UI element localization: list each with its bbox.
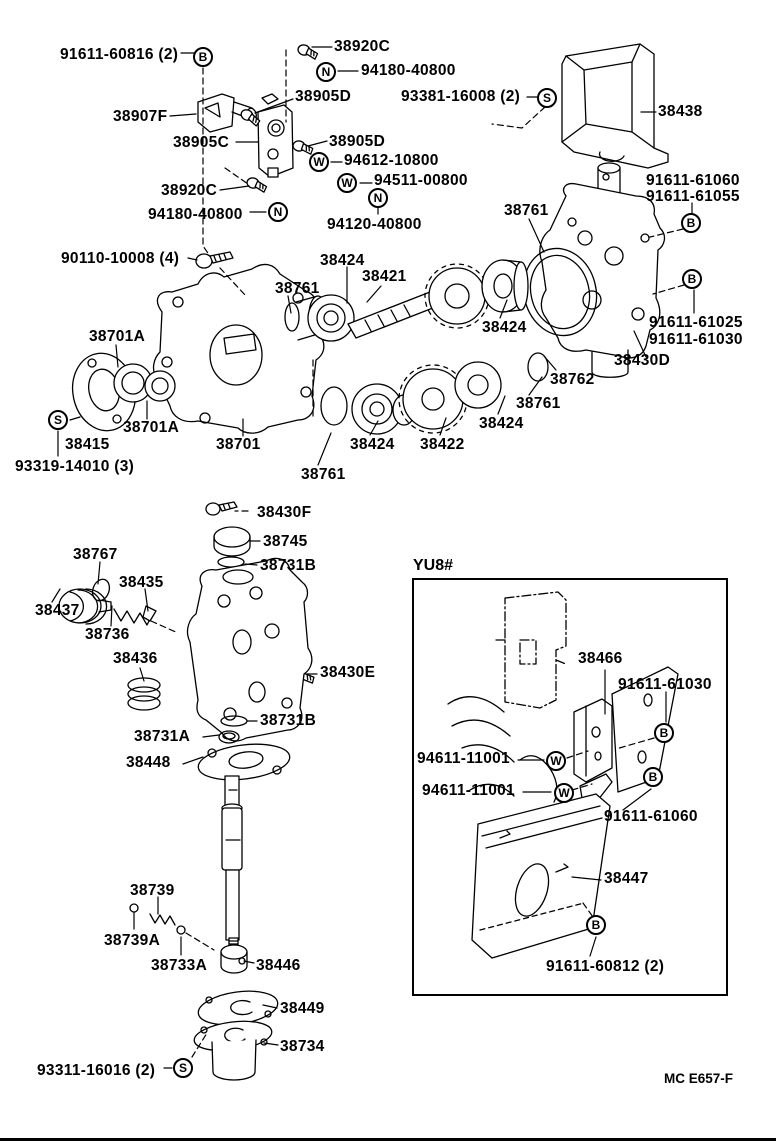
stay-bracket-38438-drawing bbox=[561, 43, 669, 169]
part-number-label: 38424 bbox=[350, 436, 395, 453]
fastener-marker-B: B bbox=[193, 47, 213, 67]
flange-38415-drawing bbox=[71, 352, 176, 432]
part-number-label: 38739A bbox=[104, 932, 161, 949]
mount-bolt-drawing bbox=[195, 251, 316, 684]
part-number-label: 38446 bbox=[256, 957, 301, 974]
part-number-label: 38762 bbox=[550, 371, 595, 388]
part-number-label: 94180-40800 bbox=[361, 62, 456, 79]
valve-body-drawing bbox=[58, 526, 313, 781]
part-number-label: 38905D bbox=[329, 133, 386, 150]
part-number-label: 38422 bbox=[420, 436, 465, 453]
part-number-label: 93381-16008 (2) bbox=[401, 88, 521, 105]
fastener-marker-S: S bbox=[48, 410, 68, 430]
fastener-marker-B: B bbox=[654, 723, 674, 743]
part-number-label: 94511-00800 bbox=[374, 172, 468, 189]
variant-title: YU8# bbox=[413, 557, 454, 574]
part-number-label: 38761 bbox=[275, 280, 320, 297]
part-number-label: 91611-61025 bbox=[649, 314, 743, 331]
figure-code: MC E657-F bbox=[664, 1071, 734, 1086]
part-number-label: 94611-11001 bbox=[422, 782, 515, 799]
fastener-marker-W: W bbox=[554, 783, 574, 803]
part-number-label: 94180-40800 bbox=[148, 206, 243, 223]
part-number-label: 38745 bbox=[263, 533, 308, 550]
part-number-label: 38905C bbox=[173, 134, 230, 151]
part-number-label: 38436 bbox=[113, 650, 158, 667]
part-number-label: 38430F bbox=[257, 504, 312, 521]
fastener-marker-B: B bbox=[682, 269, 702, 289]
fastener-marker-N: N bbox=[368, 188, 388, 208]
variant-box-outline bbox=[412, 578, 728, 996]
part-number-label: 38424 bbox=[479, 415, 524, 432]
page-bottom-rule bbox=[0, 1138, 776, 1141]
fastener-marker-B: B bbox=[681, 213, 701, 233]
part-number-label: 38421 bbox=[362, 268, 407, 285]
part-number-label: 38424 bbox=[320, 252, 365, 269]
part-number-label: 38739 bbox=[130, 882, 175, 899]
part-number-label: 38733A bbox=[151, 957, 208, 974]
part-number-label: 94612-10800 bbox=[344, 152, 439, 169]
part-number-label: 91611-61060 bbox=[646, 172, 740, 189]
part-number-label: 38438 bbox=[658, 103, 703, 120]
part-number-label: 38761 bbox=[301, 466, 346, 483]
fastener-marker-W: W bbox=[337, 173, 357, 193]
fastener-marker-S: S bbox=[173, 1058, 193, 1078]
part-number-label: 93319-14010 (3) bbox=[15, 458, 135, 475]
fastener-marker-W: W bbox=[546, 751, 566, 771]
fastener-marker-B: B bbox=[643, 767, 663, 787]
part-number-label: 91611-60816 (2) bbox=[60, 46, 179, 63]
shift-rod-drawing bbox=[129, 775, 279, 1081]
part-number-label: 38447 bbox=[604, 870, 649, 887]
part-number-label: 38424 bbox=[482, 319, 527, 336]
fastener-marker-N: N bbox=[268, 202, 288, 222]
part-number-label: 38920C bbox=[161, 182, 218, 199]
part-number-label: 38731B bbox=[260, 712, 317, 729]
part-number-label: 94611-11001 bbox=[417, 750, 510, 767]
part-number-label: 38905D bbox=[295, 88, 352, 105]
part-number-label: 38448 bbox=[126, 754, 171, 771]
part-number-label: 91611-61055 bbox=[646, 188, 740, 205]
part-number-label: 38435 bbox=[119, 574, 164, 591]
idler-gear-set-drawing bbox=[320, 361, 502, 435]
part-number-label: 38449 bbox=[280, 1000, 325, 1017]
part-number-label: 38907F bbox=[113, 108, 168, 125]
part-number-label: 38415 bbox=[65, 436, 110, 453]
pto-cover-38430-drawing bbox=[522, 162, 666, 378]
part-number-label: 91611-61030 bbox=[649, 331, 743, 348]
variant-frame-drawing bbox=[447, 591, 679, 959]
part-number-label: 38437 bbox=[35, 602, 80, 619]
part-number-label: 38761 bbox=[504, 202, 549, 219]
fastener-marker-W: W bbox=[309, 152, 329, 172]
part-number-label: 38736 bbox=[85, 626, 130, 643]
part-number-label: 38761 bbox=[516, 395, 561, 412]
switch-bracket-drawing bbox=[197, 42, 320, 194]
fastener-marker-N: N bbox=[316, 62, 336, 82]
part-number-label: 38430E bbox=[320, 664, 376, 681]
part-number-label: 38701A bbox=[89, 328, 146, 345]
part-number-label: 90110-10008 (4) bbox=[61, 250, 180, 267]
part-number-label: 91611-61030 bbox=[618, 676, 712, 693]
part-number-label: 38731A bbox=[134, 728, 191, 745]
part-number-label: 38430D bbox=[614, 352, 671, 369]
part-number-label: 38767 bbox=[73, 546, 118, 563]
part-number-label: 91611-61060 bbox=[604, 808, 698, 825]
part-number-label: 38731B bbox=[260, 557, 317, 574]
input-gear-shaft-drawing bbox=[284, 259, 549, 382]
part-number-label: 91611-60812 (2) bbox=[546, 958, 665, 975]
fastener-marker-S: S bbox=[537, 88, 557, 108]
leader-lines bbox=[51, 46, 695, 1069]
part-number-label: 94120-40800 bbox=[327, 216, 422, 233]
part-number-label: 38734 bbox=[280, 1038, 325, 1055]
fastener-marker-B: B bbox=[586, 915, 606, 935]
part-number-label: 38466 bbox=[578, 650, 623, 667]
part-number-label: 93311-16016 (2) bbox=[37, 1062, 156, 1079]
part-number-label: 38701A bbox=[123, 419, 180, 436]
part-number-label: 38920C bbox=[334, 38, 391, 55]
part-number-label: 38701 bbox=[216, 436, 261, 453]
dashed-leader-lines bbox=[150, 49, 685, 1058]
